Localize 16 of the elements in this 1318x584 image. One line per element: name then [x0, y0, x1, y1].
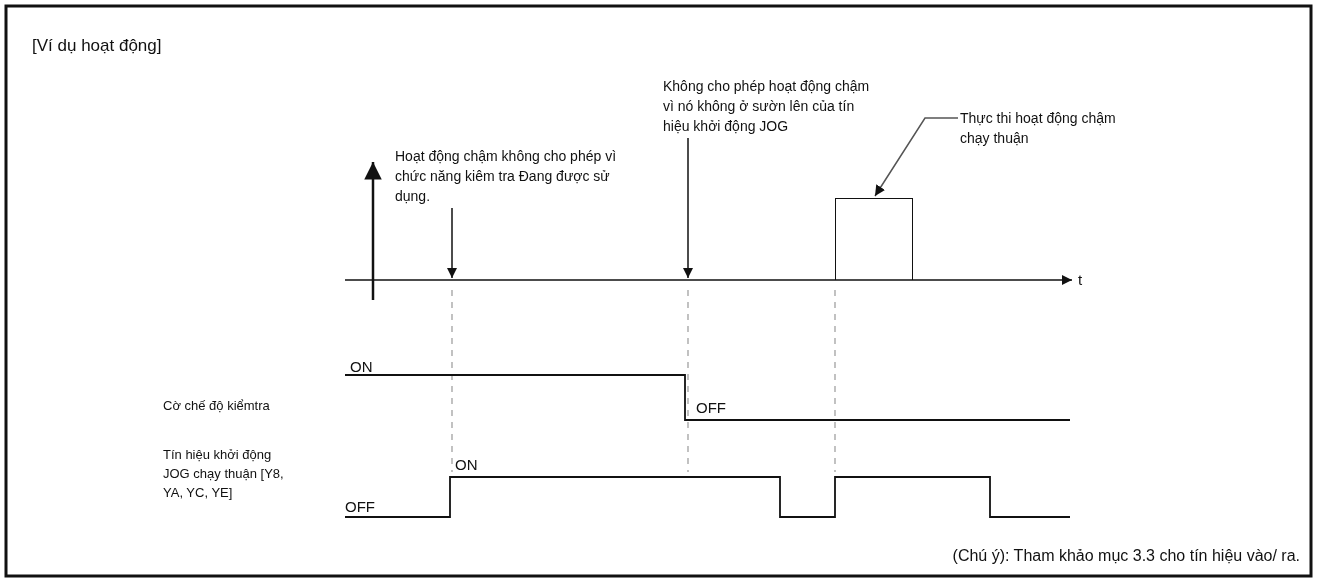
annotation-text: Không cho phép hoạt động chậm vì nó không ở sườn lên của tín hiệu khởi động JOG	[663, 76, 878, 136]
annotation-text: Hoạt động chậm không cho phép vì chức năng kiêm tra Đang được sử dụng.	[395, 146, 645, 206]
axis-label: t	[1078, 270, 1083, 289]
arrow	[446, 207, 458, 279]
state-label: OFF	[345, 497, 375, 516]
state-label: ON	[455, 455, 478, 474]
state-label: ON	[350, 357, 373, 376]
leader-line	[874, 117, 959, 197]
signal-name: Cờ chế độ kiểmtra	[163, 397, 271, 415]
annotation-text: Thực thi hoạt động chậm chạy thuận	[960, 108, 1130, 148]
arrow	[682, 137, 694, 279]
note-text: (Chú ý): Tham khảo mục 3.3 cho tín hiệu vào/ ra.	[951, 546, 1300, 565]
signal-name: Tín hiệu khởi động JOG chạy thuận [Y8, YA, YC, YE]	[163, 446, 285, 502]
diagram-title: [Ví dụ hoạt động]	[32, 36, 162, 55]
state-label: OFF	[696, 398, 726, 417]
pulse-bar	[835, 198, 913, 280]
